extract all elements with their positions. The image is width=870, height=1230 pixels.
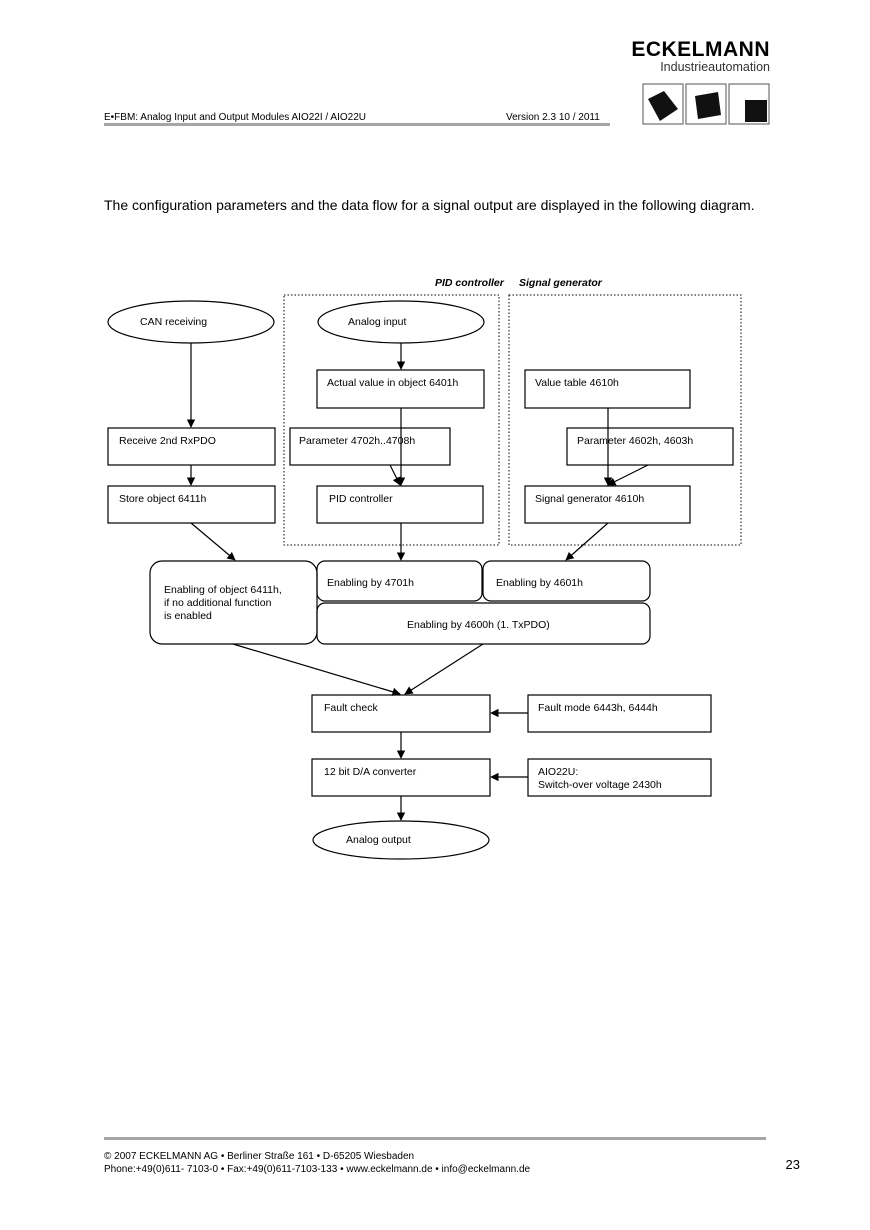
- node-analog-output: [312, 820, 490, 860]
- document-title: E•FBM: Analog Input and Output Modules A…: [104, 112, 366, 123]
- label-enabling-4601: Enabling by 4601h: [496, 577, 583, 589]
- brand-name: ECKELMANN: [631, 38, 770, 61]
- label-aio22u-line1: AIO22U:: [538, 766, 578, 778]
- footer-divider: [104, 1137, 766, 1140]
- label-aio22u-line2: Switch-over voltage 2430h: [538, 779, 662, 791]
- pid-controller-group: [283, 294, 500, 546]
- pid-group-label: PID controller: [435, 277, 505, 289]
- label-enabling-6411-line3: is enabled: [164, 610, 212, 622]
- label-dac: 12 bit D/A converter: [324, 766, 417, 778]
- arrow-param4602-to-siggen: [607, 464, 649, 486]
- label-enabling-6411-line2: if no additional function: [164, 597, 272, 609]
- arrow-param4702-to-pid: [389, 464, 401, 486]
- label-analog-input: Analog input: [348, 316, 406, 328]
- label-pid-controller: PID controller: [329, 493, 393, 505]
- label-fault-mode: Fault mode 6443h, 6444h: [538, 702, 658, 714]
- label-can-receiving: CAN receiving: [140, 316, 207, 328]
- footer-contact: Phone:+49(0)611- 7103-0 • Fax:+49(0)611-…: [104, 1164, 531, 1175]
- label-enabling-6411-line1: Enabling of object 6411h,: [164, 584, 282, 596]
- node-enabling-4600: [316, 602, 651, 645]
- label-signal-generator: Signal generator 4610h: [535, 493, 644, 505]
- node-param-4602: [566, 427, 734, 466]
- label-analog-output: Analog output: [346, 834, 411, 846]
- page-number: 23: [785, 1157, 800, 1172]
- node-pid-controller: [316, 485, 484, 524]
- arrow-siggen-to-enabling4601: [565, 522, 609, 561]
- signal-output-data-flow-diagram: PID controller Signal generator CAN rece…: [107, 277, 742, 860]
- arrow-enabling6411-to-fault: [232, 643, 401, 696]
- header-divider: [104, 123, 610, 126]
- signal-generator-group: [508, 294, 742, 546]
- footer-address: © 2007 ECKELMANN AG • Berliner Straße 16…: [104, 1151, 415, 1162]
- label-value-table: Value table 4610h: [535, 377, 619, 389]
- label-store-object: Store object 6411h: [119, 493, 207, 505]
- label-fault-check: Fault check: [324, 702, 378, 714]
- arrow-store-to-enabling6411: [190, 522, 236, 561]
- arrow-enabling4600-to-fault: [404, 643, 484, 695]
- node-enabling-4701: [316, 560, 483, 602]
- document-version: Version 2.3 10 / 2011: [506, 112, 600, 123]
- eckelmann-logo-icon: [642, 83, 770, 125]
- label-enabling-4701: Enabling by 4701h: [327, 577, 414, 589]
- label-enabling-4600: Enabling by 4600h (1. TxPDO): [407, 619, 550, 631]
- node-actual-value: [316, 369, 485, 409]
- label-param-4702: Parameter 4702h..4708h: [299, 435, 415, 447]
- brand-subtitle: Industrieautomation: [660, 60, 770, 74]
- label-param-4602: Parameter 4602h, 4603h: [577, 435, 693, 447]
- label-actual-value: Actual value in object 6401h: [327, 377, 459, 389]
- node-param-4702: [289, 427, 451, 466]
- node-value-table: [524, 369, 691, 409]
- node-enabling-4601: [482, 560, 651, 602]
- intro-paragraph: The configuration parameters and the dat…: [104, 197, 755, 213]
- signal-group-label: Signal generator: [519, 277, 603, 289]
- label-receive-rxpdo: Receive 2nd RxPDO: [119, 435, 216, 447]
